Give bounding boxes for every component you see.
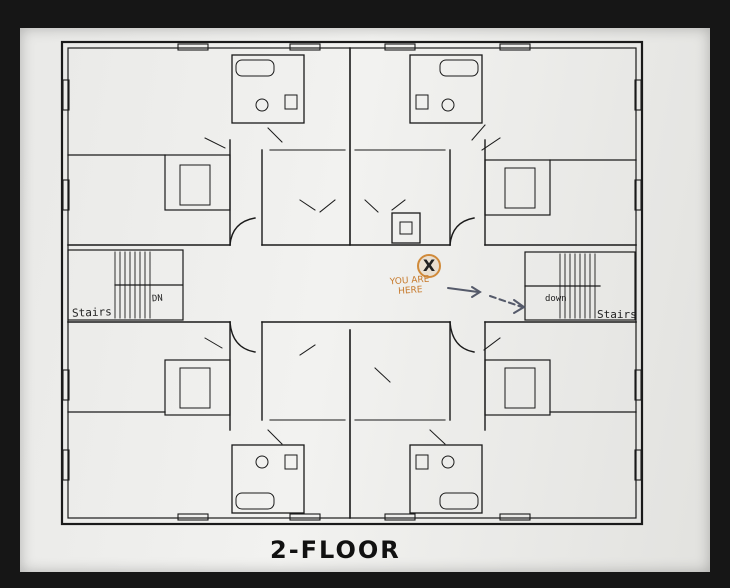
- windows: [62, 43, 642, 521]
- closet: [504, 367, 536, 409]
- outer-wall-inner: [67, 47, 637, 519]
- corridor-curve: [449, 321, 475, 353]
- down-label-left: DN: [151, 293, 164, 305]
- door: [299, 344, 316, 356]
- bathtub: [235, 59, 275, 77]
- door: [299, 199, 316, 211]
- sink: [441, 98, 455, 112]
- toilet: [284, 454, 298, 470]
- stairs-label-left: Stairs: [71, 305, 112, 320]
- door: [267, 127, 283, 143]
- utility-box-inner: [399, 221, 413, 235]
- door: [364, 199, 379, 213]
- door: [374, 367, 391, 383]
- door: [471, 124, 486, 141]
- closet: [484, 359, 551, 416]
- stair-treads-right: [524, 253, 601, 319]
- door: [204, 337, 223, 349]
- bathroom: [409, 54, 483, 124]
- door: [267, 429, 283, 445]
- hand-drawn-arrow: [447, 286, 526, 314]
- corridor-curve: [449, 217, 475, 246]
- door: [204, 137, 226, 149]
- corridor-curve: [229, 321, 256, 353]
- closet: [179, 367, 211, 409]
- door: [319, 199, 336, 213]
- bathroom: [409, 444, 483, 514]
- bathroom: [231, 444, 305, 514]
- outer-wall: [60, 40, 644, 526]
- you-are-here-label: YOU ARE HERE: [389, 274, 430, 297]
- door: [391, 199, 406, 211]
- closet: [504, 167, 536, 209]
- closet: [164, 359, 231, 416]
- closet: [164, 154, 231, 211]
- door: [429, 429, 446, 445]
- bathtub: [439, 492, 479, 510]
- sink: [441, 455, 455, 469]
- corridor-curve: [229, 217, 256, 246]
- stair-treads-left: [114, 251, 183, 319]
- bathtub: [439, 59, 479, 77]
- toilet: [415, 94, 429, 110]
- door: [483, 337, 501, 351]
- toilet: [284, 94, 298, 110]
- door: [481, 137, 501, 151]
- stairwell-left: [67, 249, 184, 321]
- sink: [255, 455, 269, 469]
- stairs-label-right: Stairs: [597, 308, 637, 321]
- bathroom: [231, 54, 305, 124]
- utility-box: [391, 212, 421, 244]
- toilet: [415, 454, 429, 470]
- closet: [179, 164, 211, 206]
- sink: [255, 98, 269, 112]
- bathtub: [235, 492, 275, 510]
- closet: [484, 159, 551, 216]
- you-are-here-marker: X: [417, 254, 441, 278]
- floor-title: 2-FLOOR: [270, 536, 401, 564]
- down-label-right: down: [545, 294, 567, 304]
